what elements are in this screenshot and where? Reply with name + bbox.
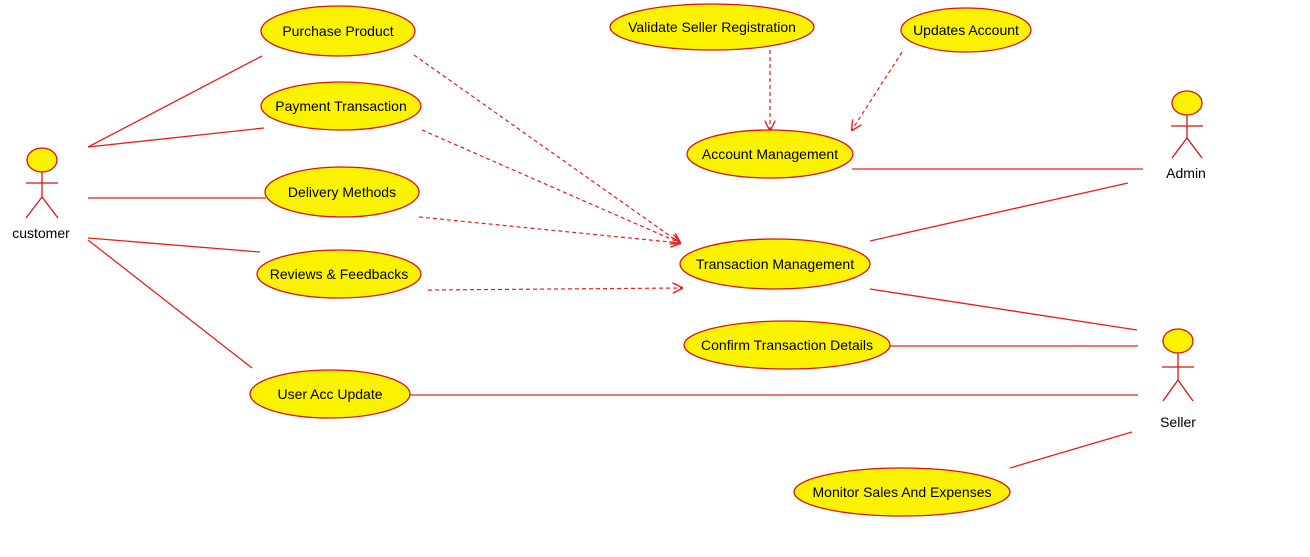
assoc-customer-payment-transaction: [87, 127, 265, 148]
actor-admin[interactable]: Admin: [1166, 90, 1206, 181]
use-case-confirm-transaction-details[interactable]: Confirm Transaction Details: [683, 320, 891, 370]
assoc-customer-purchase-product: [87, 55, 263, 148]
use-case-user-acc-update[interactable]: User Acc Update: [249, 369, 411, 419]
use-case-label: Updates Account: [913, 22, 1019, 38]
actor-label: Admin: [1166, 165, 1206, 181]
use-case-label: Delivery Methods: [288, 184, 396, 200]
associations: [87, 55, 1143, 469]
actor-head: [1162, 328, 1194, 354]
assoc-customer-reviews-feedbacks: [87, 237, 261, 253]
assoc-seller-monitor-sales: [1009, 431, 1133, 469]
use-case-label: Account Management: [702, 146, 838, 162]
actor-label: customer: [12, 225, 70, 241]
actor-leg-left: [1171, 137, 1188, 159]
dep-purchase-to-transaction: [413, 54, 680, 243]
use-case-delivery-methods[interactable]: Delivery Methods: [264, 166, 420, 218]
actor-leg-right: [1186, 137, 1203, 159]
use-case-label: Reviews & Feedbacks: [270, 266, 409, 282]
actor-customer[interactable]: customer: [12, 147, 70, 241]
use-case-label: Purchase Product: [282, 23, 393, 39]
actor-label: Seller: [1160, 414, 1196, 430]
use-case-label: Validate Seller Registration: [628, 19, 796, 35]
actor-head: [1171, 90, 1203, 116]
use-case-updates-account[interactable]: Updates Account: [900, 7, 1032, 53]
dep-delivery-to-transaction: [418, 216, 680, 243]
use-case-label: Transaction Management: [696, 256, 854, 272]
use-case-monitor-sales-and-expenses[interactable]: Monitor Sales And Expenses: [793, 467, 1011, 517]
actor-leg-right: [1177, 379, 1194, 402]
use-case-label: Monitor Sales And Expenses: [813, 484, 992, 500]
use-case-payment-transaction[interactable]: Payment Transaction: [260, 81, 422, 131]
actor-head: [26, 147, 58, 173]
actor-leg-right: [41, 196, 59, 219]
use-case-label: Payment Transaction: [275, 98, 407, 114]
use-case-label: User Acc Update: [277, 386, 382, 402]
use-case-purchase-product[interactable]: Purchase Product: [260, 5, 416, 57]
actor-seller[interactable]: Seller: [1160, 328, 1196, 430]
actor-leg-left: [1162, 379, 1179, 402]
dep-payment-to-transaction: [421, 129, 680, 243]
dependencies: [413, 50, 903, 290]
use-case-reviews-feedbacks[interactable]: Reviews & Feedbacks: [256, 249, 422, 299]
dep-reviews-to-transaction: [427, 288, 682, 290]
actor-leg-left: [25, 196, 43, 219]
use-case-label: Confirm Transaction Details: [701, 337, 873, 353]
assoc-seller-transaction-management: [869, 288, 1138, 331]
dep-updates-to-account: [852, 51, 903, 130]
use-case-transaction-management[interactable]: Transaction Management: [679, 238, 871, 290]
assoc-admin-transaction-management: [869, 182, 1129, 242]
use-case-validate-seller-registration[interactable]: Validate Seller Registration: [609, 3, 815, 51]
assoc-customer-user-acc-update: [87, 239, 253, 369]
use-case-account-management[interactable]: Account Management: [686, 129, 854, 179]
